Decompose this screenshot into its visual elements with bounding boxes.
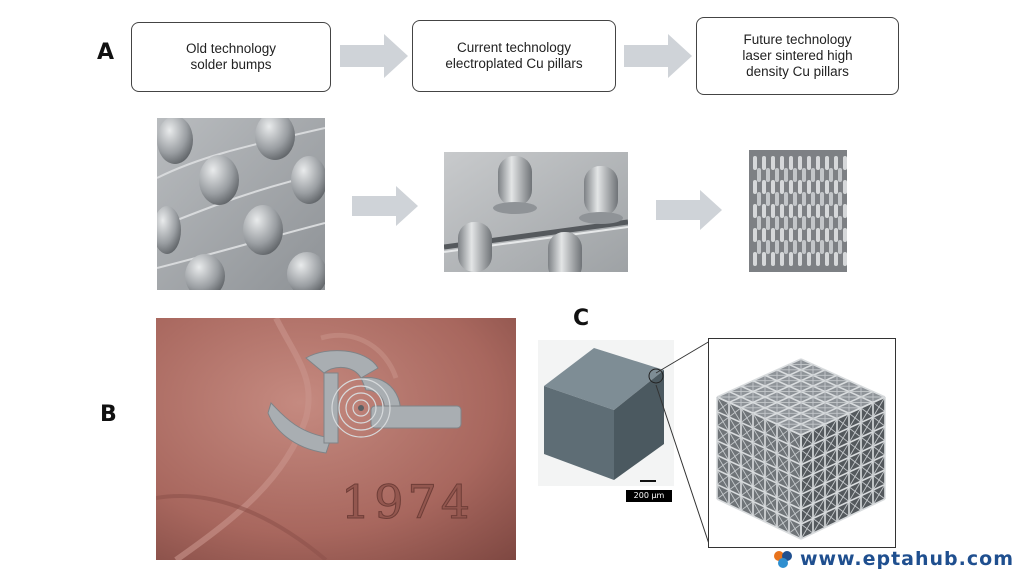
scale-bar-line: [640, 480, 656, 482]
old-technology-box: Old technology solder bumps: [131, 22, 331, 92]
flow-arrow-icon: [340, 34, 408, 78]
panel-label-b: B: [100, 402, 117, 427]
lattice-cube-render: [708, 338, 896, 548]
current-technology-box: Current technology electroplated Cu pill…: [412, 20, 616, 92]
eptahub-logo-icon: [773, 551, 792, 568]
scale-bar-label: 200 µm: [626, 490, 672, 502]
flow-arrow-icon: [624, 34, 692, 78]
watermark-text: www.eptahub.com: [799, 548, 1014, 570]
zoom-connector-lines: [655, 340, 711, 548]
cu-pillars-sem-image: [444, 152, 628, 272]
watermark: www.eptahub.com: [772, 548, 1014, 570]
panel-label-c: C: [573, 306, 590, 331]
flow-arrow-icon: [656, 190, 722, 230]
coin-micro-part-photo: 1974: [156, 318, 516, 560]
coin-year-text: 1974: [341, 475, 474, 529]
flow-arrow-icon: [352, 186, 418, 226]
solder-bumps-sem-image: [157, 118, 325, 290]
solid-cube-render: [538, 340, 674, 486]
panel-label-a: A: [97, 40, 115, 65]
high-density-pillars-sem-image: [749, 150, 847, 272]
future-technology-box: Future technology laser sintered high de…: [696, 17, 899, 95]
